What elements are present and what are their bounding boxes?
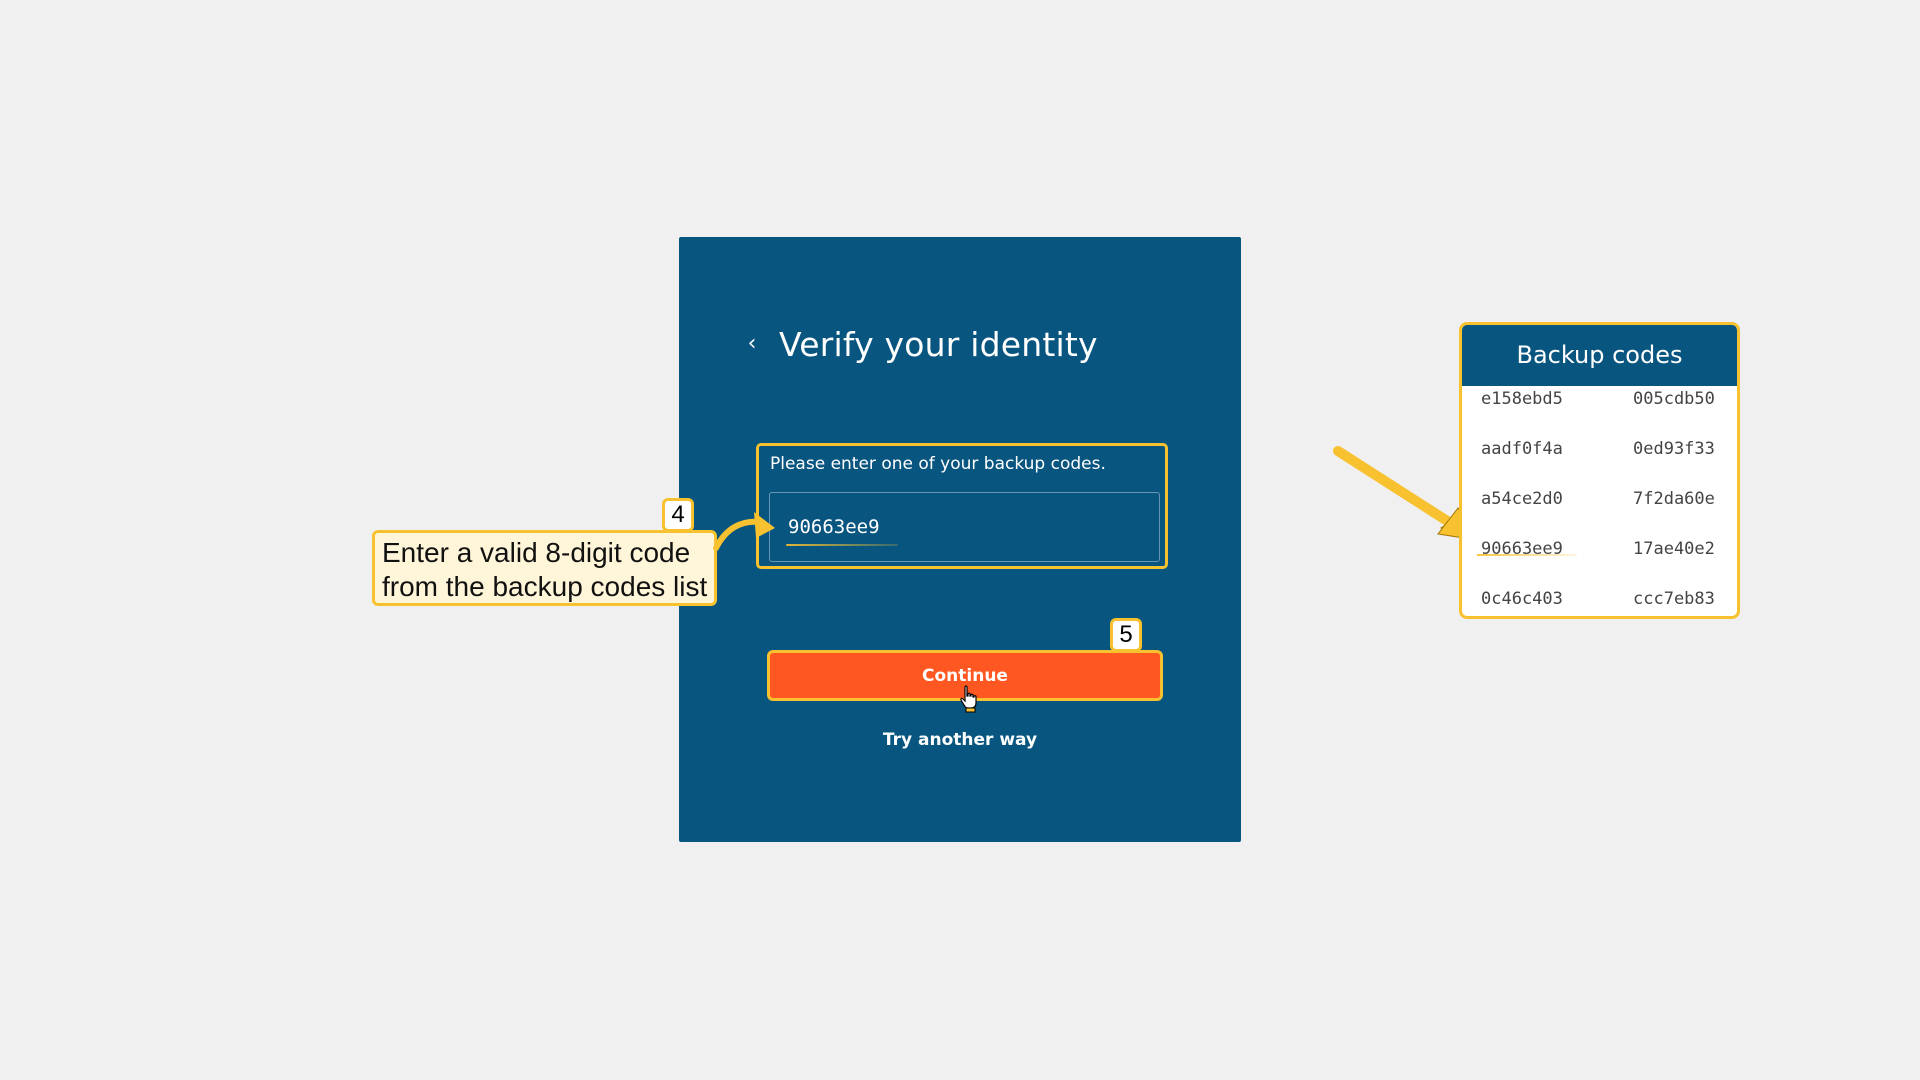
backup-code-item: aadf0f4a <box>1481 439 1563 459</box>
try-another-way-link[interactable]: Try another way <box>882 730 1038 750</box>
verify-card: ‹ Verify your identity Please enter one … <box>679 237 1241 842</box>
backup-code-item: 90663ee9 <box>1481 539 1563 559</box>
backup-codes-panel: Backup codes e158ebd5 005cdb50 aadf0f4a 0ed… <box>1459 322 1740 619</box>
callout-line-2: from the backup codes list <box>382 571 708 602</box>
curved-arrow-icon <box>713 518 763 551</box>
curved-arrow-head-icon <box>754 512 775 538</box>
straight-arrow-icon <box>1333 446 1478 541</box>
backup-code-item: 0c46c403 <box>1481 589 1563 609</box>
selected-code-underline <box>1477 554 1577 556</box>
hand-cursor-icon <box>960 685 977 713</box>
backup-code-input[interactable] <box>769 492 1160 562</box>
backup-code-field-group: Please enter one of your backup codes. <box>756 443 1168 569</box>
back-chevron-icon[interactable]: ‹ <box>747 331 757 356</box>
backup-code-item: 17ae40e2 <box>1633 539 1715 559</box>
backup-code-item: a54ce2d0 <box>1481 489 1563 509</box>
backup-code-label: Please enter one of your backup codes. <box>770 454 1106 474</box>
backup-code-item: 0ed93f33 <box>1633 439 1715 459</box>
callout-line-1: Enter a valid 8-digit code <box>382 537 691 568</box>
instruction-callout: Enter a valid 8-digit code from the back… <box>372 530 717 606</box>
input-highlight-underline <box>786 544 898 546</box>
step-5-badge: 5 <box>1110 618 1142 652</box>
step-4-badge: 4 <box>662 498 694 532</box>
backup-code-item: e158ebd5 <box>1481 389 1563 409</box>
backup-code-item: 7f2da60e <box>1633 489 1715 509</box>
page-title: Verify your identity <box>779 325 1098 364</box>
backup-code-item: 005cdb50 <box>1633 389 1715 409</box>
backup-code-item: ccc7eb83 <box>1633 589 1715 609</box>
backup-codes-title: Backup codes <box>1462 325 1737 386</box>
